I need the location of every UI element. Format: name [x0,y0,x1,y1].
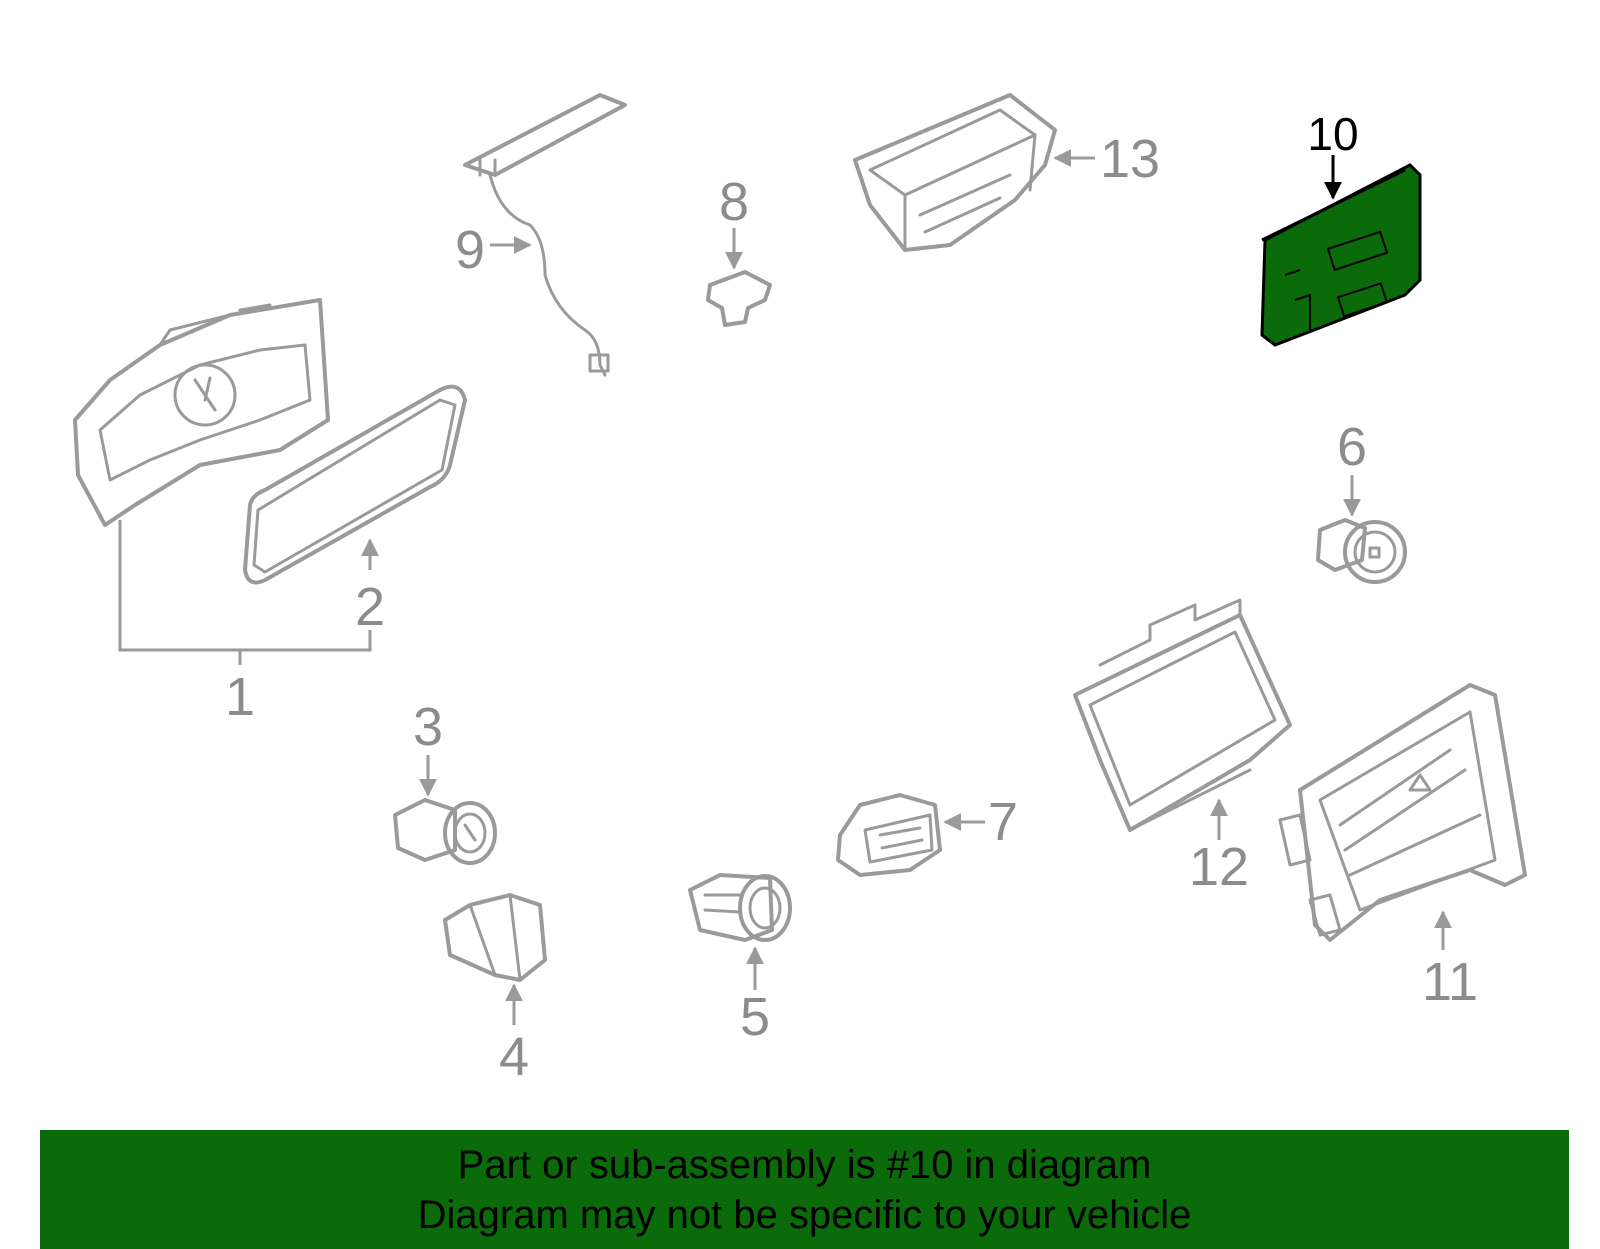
part-12-display-screen [1073,598,1292,832]
banner-line-part: Part or sub-assembly is #10 in diagram [457,1143,1152,1187]
part-11-console-faceplate [1278,683,1527,942]
callout-13: 13 [1100,129,1160,189]
callout-11: 11 [1422,952,1478,1012]
part-9-sensor-cable [463,93,627,377]
part-3-rotary-knob [393,798,497,865]
part-5-control-knob [688,873,792,942]
part-1-instrument-cluster [73,298,330,527]
info-banner: Part or sub-assembly is #10 in diagram D… [40,1130,1569,1249]
callout-5: 5 [740,987,770,1047]
part-8-sensor [706,270,772,327]
callout-1: 1 [225,667,255,727]
part-10-control-module [1260,163,1422,347]
callout-12: 12 [1189,837,1249,897]
part-13-vent-assembly [853,93,1057,252]
callout-4: 4 [499,1027,529,1087]
callout-2: 2 [355,577,385,637]
callout-7: 7 [988,792,1018,852]
part-7-switch-bezel [836,793,942,877]
banner-line-disclaimer: Diagram may not be specific to your vehi… [417,1193,1192,1237]
part-4-switch [443,893,547,982]
callout-3: 3 [413,697,443,757]
callout-6: 6 [1337,417,1367,477]
callout-10: 10 [1307,108,1358,160]
callout-8: 8 [719,172,749,232]
part-6-push-button [1316,518,1407,584]
part-2-cluster-lens [243,384,467,585]
callout-9: 9 [455,220,485,280]
